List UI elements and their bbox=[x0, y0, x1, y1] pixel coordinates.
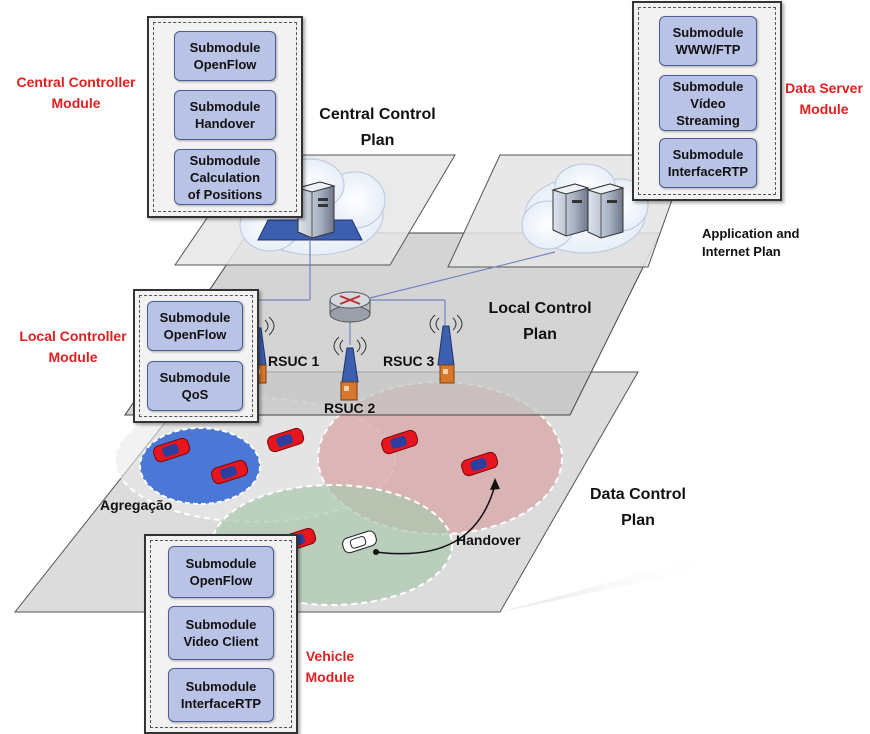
submodule-openflow: Submodule OpenFlow bbox=[168, 546, 274, 598]
data-plane-shadow bbox=[500, 552, 720, 612]
car-icon bbox=[153, 437, 191, 463]
submodule-interfacertp: Submodule InterfaceRTP bbox=[659, 138, 757, 188]
handover-label: Handover bbox=[456, 532, 521, 548]
local-control-plan-label: Local Control Plan bbox=[488, 300, 592, 343]
handover-arrowhead bbox=[490, 478, 500, 490]
handover-car-icon bbox=[342, 530, 377, 554]
submodule-openflow: Submodule OpenFlow bbox=[147, 301, 243, 351]
submodule-video-client: Submodule Video Client bbox=[168, 606, 274, 660]
vehicle-module-label: Vehicle Module bbox=[305, 648, 355, 685]
central-controller-module-label: Central Controller Module bbox=[16, 74, 136, 111]
local-controller-module-label: Local Controller Module bbox=[19, 328, 127, 365]
central-controller-module: Submodule OpenFlow Submodule Handover Su… bbox=[147, 16, 303, 218]
handover-arrow bbox=[375, 484, 496, 555]
vehicle-module: Submodule OpenFlow Submodule Video Clien… bbox=[144, 534, 298, 734]
rsuc2-antenna bbox=[333, 336, 367, 401]
car-icon bbox=[267, 427, 305, 453]
submodule-interfacertp: Submodule InterfaceRTP bbox=[168, 668, 274, 722]
central-control-plan-label: Central Control Plan bbox=[319, 106, 436, 149]
submodule-openflow: Submodule OpenFlow bbox=[174, 31, 276, 81]
data-control-plan-label: Data Control Plan bbox=[590, 486, 686, 529]
data-server-icon-2 bbox=[586, 183, 625, 239]
car-icon bbox=[211, 459, 249, 485]
submodule-calculation-of-positions: Submodule Calculation of Positions bbox=[174, 149, 276, 205]
data-server-icon-1 bbox=[551, 183, 590, 237]
router-icon bbox=[329, 291, 371, 323]
submodule-video-streaming: Submodule Vídeo Streaming bbox=[659, 75, 757, 131]
data-server-module-label: Data Server Module bbox=[785, 80, 863, 117]
submodule-qos: Submodule QoS bbox=[147, 361, 243, 411]
submodule-handover: Submodule Handover bbox=[174, 90, 276, 140]
data-server-module: Submodule WWW/FTP Submodule Vídeo Stream… bbox=[632, 1, 782, 201]
submodule-www-ftp: Submodule WWW/FTP bbox=[659, 16, 757, 66]
local-controller-module: Submodule OpenFlow Submodule QoS bbox=[133, 289, 259, 423]
car-icon bbox=[461, 451, 499, 477]
central-server-icon bbox=[296, 181, 336, 239]
rsuc2-label: RSUC 2 bbox=[324, 400, 376, 416]
rsuc1-label: RSUC 1 bbox=[268, 353, 320, 369]
aggregation-label: Agregação bbox=[100, 497, 173, 513]
rsuc3-label: RSUC 3 bbox=[383, 353, 435, 369]
application-internet-plan-label: Application and Internet Plan bbox=[702, 226, 800, 259]
rsuc3-antenna bbox=[429, 314, 463, 384]
car-icon bbox=[381, 429, 419, 455]
